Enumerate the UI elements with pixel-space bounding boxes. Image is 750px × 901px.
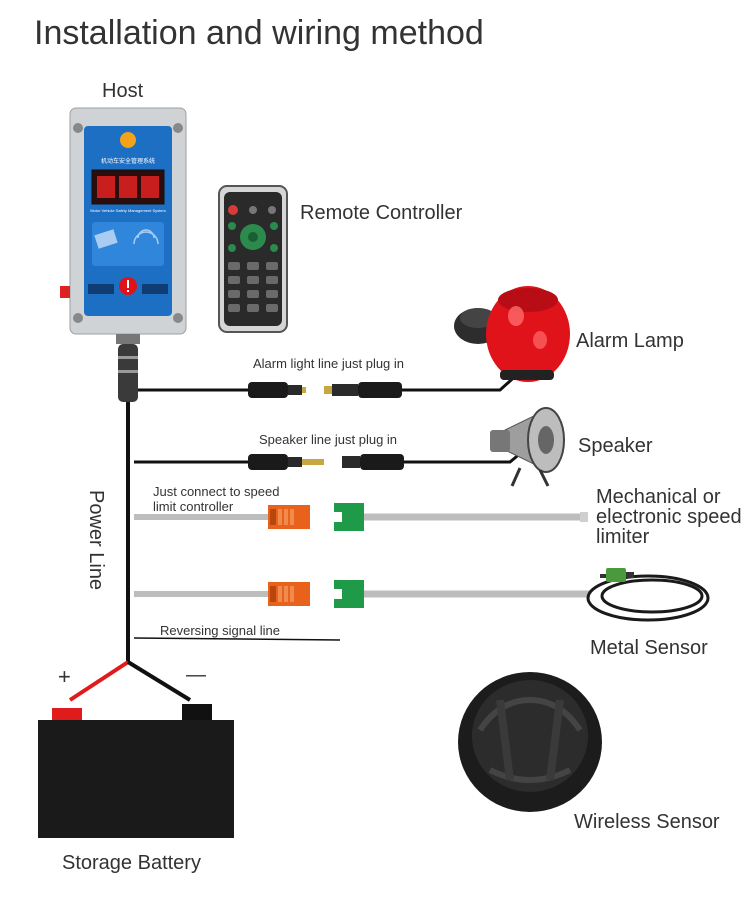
wireless-sensor — [458, 672, 602, 812]
alarm-male-plug — [248, 382, 306, 398]
wireless-sensor-label: Wireless Sensor — [574, 811, 720, 833]
host-unit: 机动车安全管理系统 Motor Vehicle Safety Managemen… — [60, 107, 187, 402]
metal-sensor-green-connector — [334, 580, 364, 608]
logo-icon — [120, 132, 136, 148]
speed-limiter-green-connector — [334, 503, 364, 531]
alarm-line-label: Alarm light line just plug in — [253, 356, 405, 371]
battery-minus-sign: — — [186, 664, 206, 686]
remote-controller-label: Remote Controller — [300, 202, 463, 224]
speaker-wire — [134, 450, 523, 464]
speed-controller-label-line1: Just connect to speed — [153, 484, 280, 499]
speed-limiter-label-line2: electronic speed — [596, 506, 742, 528]
power-line-label: Power Line — [85, 490, 107, 591]
speaker-line-label: Speaker line just plug in — [259, 432, 398, 447]
speaker-label: Speaker — [578, 435, 653, 457]
page-title: Installation and wiring method — [34, 14, 484, 52]
storage-battery-label: Storage Battery — [62, 852, 201, 874]
speed-limiter-label-line3: limiter — [596, 526, 650, 548]
speed-limiter-orange-connector — [268, 505, 310, 529]
alarm-female-plug — [324, 382, 402, 398]
speaker — [490, 407, 565, 487]
metal-sensor-label: Metal Sensor — [590, 637, 708, 659]
metal-sensor — [586, 568, 710, 622]
battery-plus-sign: + — [58, 664, 71, 689]
speaker-male-plug — [248, 454, 324, 470]
storage-battery — [38, 704, 234, 838]
reversing-signal-label: Reversing signal line — [160, 623, 280, 638]
host-english-title: Motor Vehicle Safety Management System — [90, 208, 166, 213]
metal-sensor-orange-connector — [268, 582, 310, 606]
speed-limiter-wire — [134, 512, 588, 522]
alarm-lamp — [454, 286, 570, 382]
remote-controller — [218, 185, 288, 333]
host-label: Host — [102, 80, 144, 102]
speed-controller-label-line2: limit controller — [153, 499, 234, 514]
speed-limiter-label-line1: Mechanical or — [596, 486, 721, 508]
power-line-wire — [68, 400, 192, 702]
alarm-lamp-label: Alarm Lamp — [576, 330, 684, 352]
reversing-signal-wire — [133, 637, 341, 641]
speaker-female-plug — [342, 454, 404, 470]
host-chinese-title: 机动车安全管理系统 — [101, 157, 155, 165]
